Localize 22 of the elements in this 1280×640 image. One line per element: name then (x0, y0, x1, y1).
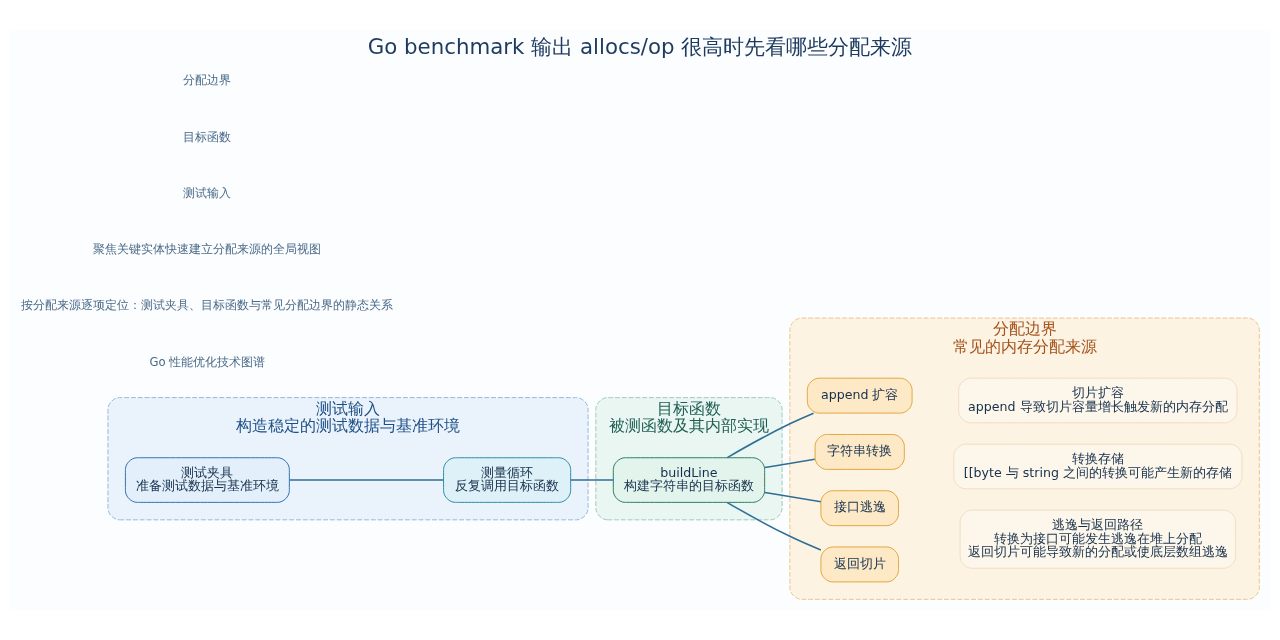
node-box: 返回切片 (820, 546, 899, 583)
label: 聚焦关键实体快速建立分配来源的全局视图 (93, 242, 322, 257)
connector (763, 491, 822, 503)
connector (288, 479, 445, 481)
label: 按分配来源逐项定位：测试夹具、目标函数与常见分配边界的静态关系 (21, 298, 394, 313)
node-box: 接口逃逸 (820, 490, 899, 527)
label: 分配边界 (183, 73, 232, 88)
node-box: 转换存储 [[byte 与 string 之间的转换可能产生新的存储 (953, 443, 1243, 490)
node-box: 字符串转换 (814, 433, 905, 470)
label: 测试输入 (183, 185, 232, 200)
diagram-title: Go benchmark 输出 allocs/op 很高时先看哪些分配来源 (367, 33, 913, 59)
connector (763, 458, 816, 469)
connector (570, 479, 614, 481)
node-box: buildLine 构建字符串的目标函数 (612, 457, 766, 503)
node-box: 切片扩容 append 导致切片容量增长触发新的内存分配 (958, 377, 1238, 424)
node-box: 逃逸与返回路径 转换为接口可能发生逃逸在堆上分配 返回切片可能导致新的分配或使底层数组逃逸 (959, 509, 1237, 569)
connector (726, 412, 815, 459)
label: 目标函数 (183, 129, 232, 144)
node-box: 测试夹具 准备测试数据与基准环境 (124, 457, 290, 503)
label: Go 性能优化技术图谱 (149, 354, 266, 369)
node-box: append 扩容 (806, 377, 913, 414)
node-box: 测量循环 反复调用目标函数 (443, 457, 572, 503)
